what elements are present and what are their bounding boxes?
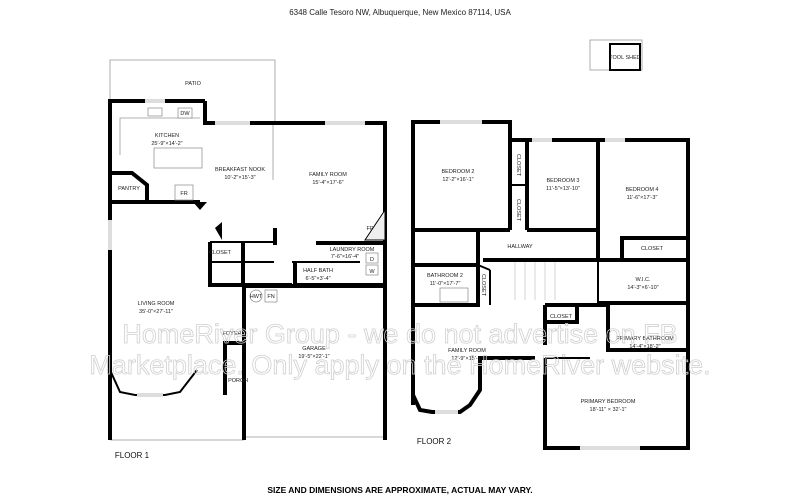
disclaimer: SIZE AND DIMENSIONS ARE APPROXIMATE, ACT… [267,485,532,495]
primary-bedroom-label: PRIMARY BEDROOM [581,399,636,405]
floor-1-title: FLOOR 1 [115,451,150,460]
laundry-dims: 7'-6"×16'-4" [331,254,359,260]
f1-closet-label: CLOSET [209,250,232,256]
furnace-label: FN [267,294,274,300]
half-bath-label: HALF BATH [303,268,333,274]
washer-label: W [369,269,375,275]
dishwasher-label: DW [180,111,190,117]
bedroom-3-dims: 11'-5"×13'-10" [546,186,580,192]
tool-shed-label: TOOL SHED [609,55,641,61]
fireplace-label: FP [366,226,373,232]
bedroom-4-closet-label: CLOSET [641,246,664,252]
bathroom-closet-label: CLOSET [480,274,486,297]
primary-closet-label: CLOSET [550,314,573,320]
f1-family-room-dims: 15'-4"×17'-6" [312,180,343,186]
living-room-label: LIVING ROOM [138,301,175,307]
primary-bedroom-dims: 18'-11" × 32'-1" [590,407,627,413]
floor-1-plan: DW FR CLOSET FP D W HWT FN PATIO KITCHEN [108,59,387,460]
hallway-label: HALLWAY [507,244,533,250]
address-title: 6348 Calle Tesoro NW, Albuquerque, New M… [289,8,511,17]
primary-bathroom-label: PRIMARY BATHROOM [616,336,674,342]
floor-2-plan: BEDROOM 2 12'-2"×16'-1" BEDROOM 3 11'-5"… [411,120,690,450]
laundry-label: LAUNDRY ROOM [330,247,375,253]
wic-label: W.I.C. [636,277,651,283]
tool-shed: TOOL SHED [589,39,643,71]
watermark-line-1: HomeRiver Group - we do not advertise on… [122,319,677,349]
kitchen-dims: 25'-9"×14'-2" [151,141,182,147]
primary-bathroom-dims: 14'-4"×18'-2" [629,344,660,350]
living-room-dims: 35'-0"×27'-11" [139,309,173,315]
wic-dims: 14'-3"×6'-10" [627,285,658,291]
pantry-label: PANTRY [118,186,140,192]
bedroom-3-closet-label: CLOSET [515,199,521,222]
watermark-line-2: Marketplace. Only apply on the HomeRiver… [89,350,710,380]
f1-family-room-label: FAMILY ROOM [309,172,347,178]
breakfast-nook-label: BREAKFAST NOOK [215,167,265,173]
bedroom-2-closet-label: CLOSET [515,154,521,177]
kitchen-label: KITCHEN [155,133,179,139]
breakfast-nook-dims: 10'-2"×15'-3" [224,175,255,181]
f2-family-room-dims: 12'-9"×15'-1" [451,356,482,362]
bedroom-4-dims: 11'-6"×17'-3" [627,195,658,201]
hwt-label: HWT [250,294,263,300]
fridge-label: FR [180,191,187,197]
half-bath-dims: 6'-5"×3'-4" [305,276,330,282]
floor-2-title: FLOOR 2 [417,437,452,446]
f2-family-room-label: FAMILY ROOM [448,348,486,354]
garage-label: GARAGE [302,346,326,352]
foyer-label: FOYER [223,331,242,337]
bedroom-3-label: BEDROOM 3 [546,178,579,184]
bathroom-2-dims: 11'-0"×17'-7" [430,281,461,287]
patio-label: PATIO [185,81,201,87]
garage-dims: 19'-5"×22'-1" [298,354,329,360]
bathroom-2-label: BATHROOM 2 [427,273,463,279]
bedroom-2-label: BEDROOM 2 [441,169,474,175]
bedroom-2-dims: 12'-2"×16'-1" [442,177,473,183]
porch-label: PORCH [228,378,248,384]
dryer-label: D [370,257,374,263]
bedroom-4-label: BEDROOM 4 [625,187,658,193]
